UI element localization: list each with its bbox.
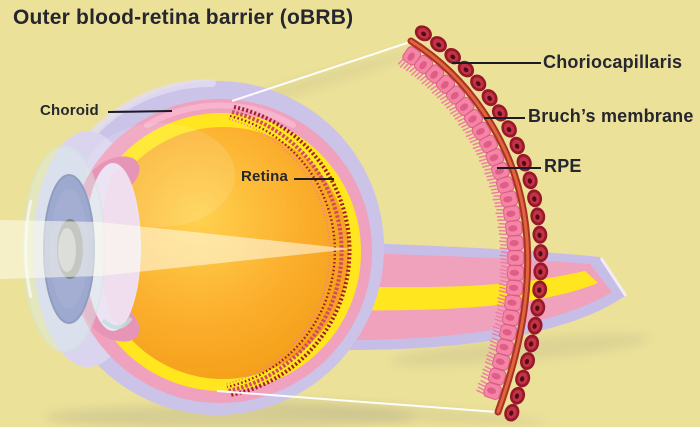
choriocapillaris-cell-layer bbox=[414, 25, 549, 422]
light-beam bbox=[0, 220, 352, 279]
diagram-title: Outer blood-retina barrier (oBRB) bbox=[13, 6, 354, 29]
connector-line-bottom bbox=[216, 390, 498, 413]
retina-label: Retina bbox=[241, 168, 289, 185]
magnified-obrb-strip bbox=[397, 25, 549, 422]
leader-lines bbox=[107, 62, 541, 180]
strip-bottom-shadow bbox=[205, 396, 545, 426]
choroid-highlight bbox=[144, 102, 296, 128]
rpe-label: RPE bbox=[544, 156, 582, 176]
lens-teal-edge bbox=[101, 316, 133, 330]
in-situ-rpe-band bbox=[227, 110, 344, 393]
bruchs-membrane-label: Bruch’s membrane bbox=[528, 106, 694, 126]
connector-line-top bbox=[231, 41, 411, 102]
choriocapillaris-label: Choriocapillaris bbox=[543, 52, 683, 72]
in-situ-choriocapillaris bbox=[229, 105, 352, 397]
bruchs-membrane-highlight bbox=[409, 39, 530, 414]
obrb-in-situ-arc bbox=[225, 105, 352, 397]
choroid-leader-line bbox=[107, 110, 173, 113]
in-situ-fringe bbox=[225, 118, 331, 385]
ribbon-retina-band bbox=[340, 271, 598, 311]
ribbon-cut-rim bbox=[599, 257, 628, 297]
magnifier-connectors bbox=[216, 41, 498, 413]
retinal-layer-ribbon bbox=[340, 242, 628, 351]
choroid-label: Choroid bbox=[40, 102, 99, 119]
rpe-cell-layer bbox=[397, 46, 525, 400]
in-situ-membrane bbox=[226, 114, 337, 389]
